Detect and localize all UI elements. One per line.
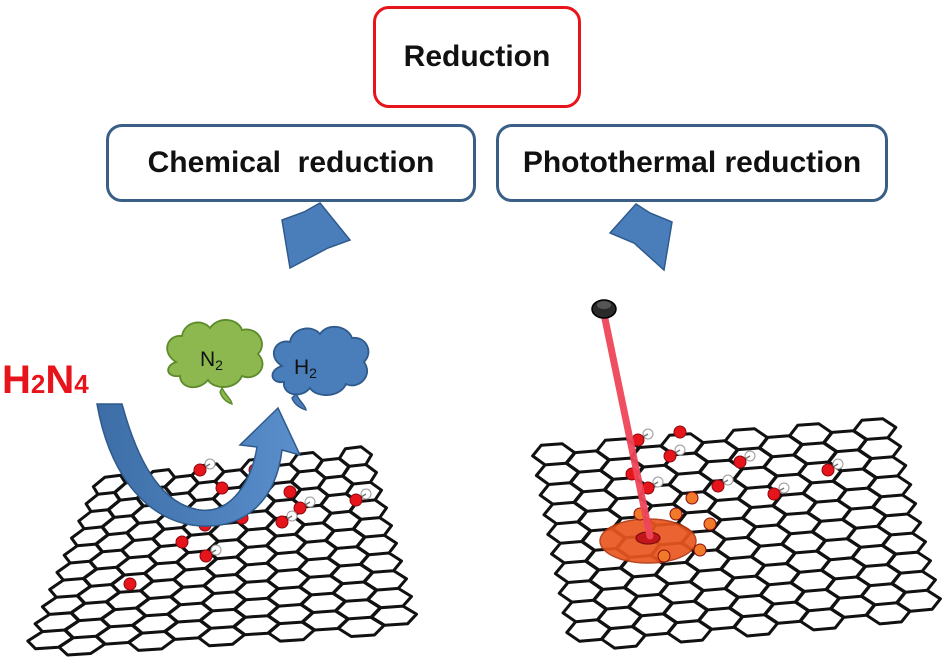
oxygen-atom xyxy=(193,463,207,477)
right-graphene-sheet xyxy=(531,417,942,650)
h2-label: H2 xyxy=(294,356,317,381)
n2-cloud-icon: N2 xyxy=(166,319,264,405)
hydrazine-label: H2N4 xyxy=(2,358,89,402)
oxygen-atom xyxy=(669,507,683,521)
left-graphene-sheet xyxy=(26,445,418,657)
h2-cloud-icon: H2 xyxy=(271,325,370,411)
oxygen-atom xyxy=(349,493,363,507)
n2-label: N2 xyxy=(200,348,223,373)
oxygen-atom xyxy=(685,491,699,505)
oxygen-atom xyxy=(123,577,137,591)
right-down-arrow-icon xyxy=(608,203,673,272)
oxygen-atom xyxy=(663,449,677,463)
oxygen-atom xyxy=(283,485,297,499)
oxygen-atom xyxy=(199,549,213,563)
oxygen-atom xyxy=(711,479,725,493)
oxygen-atom xyxy=(657,549,671,563)
chemical-reduction-label: Chemical reduction xyxy=(147,146,435,179)
oxygen-atom xyxy=(733,455,747,469)
oxygen-atom xyxy=(215,481,229,495)
oxygen-atom xyxy=(275,515,289,529)
laser-beam xyxy=(600,310,654,540)
oxygen-atom xyxy=(693,543,707,557)
laser-source-icon xyxy=(591,299,617,319)
oxygen-atom xyxy=(673,425,687,439)
curved-reaction-arrow-icon xyxy=(96,403,302,527)
right-functional-groups xyxy=(625,425,844,563)
oxygen-atom xyxy=(175,535,189,549)
reduction-box: Reduction xyxy=(373,6,581,108)
graphene-lattice xyxy=(26,445,418,657)
oxygen-atom xyxy=(703,517,717,531)
chemical-reduction-box: Chemical reduction xyxy=(106,124,476,202)
reduction-label: Reduction xyxy=(403,40,551,73)
graphene-lattice xyxy=(531,417,942,650)
photothermal-reduction-box: Photothermal reduction xyxy=(496,124,888,202)
left-down-arrow-icon xyxy=(281,202,352,270)
oxygen-atom xyxy=(293,501,307,515)
oxygen-atom xyxy=(821,463,835,477)
photothermal-reduction-label: Photothermal reduction xyxy=(522,146,862,179)
oxygen-atom xyxy=(767,487,781,501)
